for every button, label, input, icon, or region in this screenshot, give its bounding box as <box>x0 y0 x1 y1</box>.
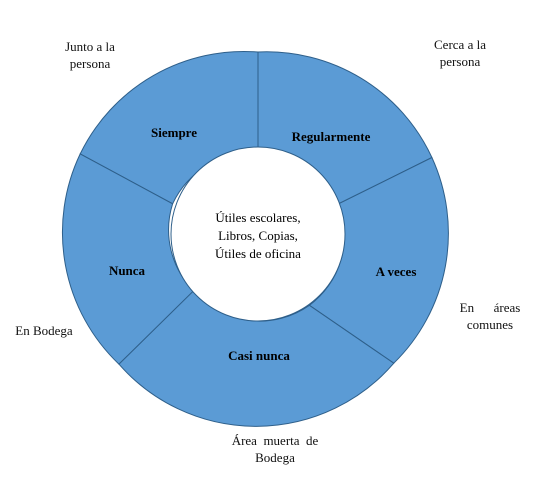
segment-label-nunca: Nunca <box>109 263 146 278</box>
center-text-line-2: Libros, Copias, <box>218 228 298 243</box>
segment-label-regularmente: Regularmente <box>292 129 371 144</box>
segment-label-casi-nunca: Casi nunca <box>228 348 290 363</box>
outer-label-nunca: En Bodega <box>4 322 84 339</box>
outer-label-casi-nunca-line2: Bodega <box>255 450 295 465</box>
outer-label-casi-nunca: Área muerta de Bodega <box>210 432 340 466</box>
outer-label-regularmente-line2: persona <box>439 54 481 69</box>
outer-label-a-veces: En áreas comunes <box>452 299 528 333</box>
outer-label-a-veces-line1: En áreas <box>459 300 521 315</box>
outer-label-a-veces-line2: comunes <box>466 317 514 332</box>
outer-label-casi-nunca-line1: Área muerta de <box>231 433 319 448</box>
outer-label-siempre-line2: persona <box>69 56 111 71</box>
outer-label-regularmente: Cerca a la persona <box>410 36 510 70</box>
center-text-line-1: Útiles escolares, <box>215 210 300 225</box>
center-text-line-3: Útiles de oficina <box>215 246 301 261</box>
segment-label-a-veces: A veces <box>376 264 417 279</box>
outer-label-siempre-line1: Junto a la <box>65 39 115 54</box>
outer-label-siempre: Junto a la persona <box>40 38 140 72</box>
segment-nunca <box>62 153 195 365</box>
outer-label-nunca-line1: En Bodega <box>15 323 73 338</box>
center-hole <box>170 146 346 322</box>
outer-label-regularmente-line1: Cerca a la <box>434 37 486 52</box>
segment-label-siempre: Siempre <box>151 125 197 140</box>
